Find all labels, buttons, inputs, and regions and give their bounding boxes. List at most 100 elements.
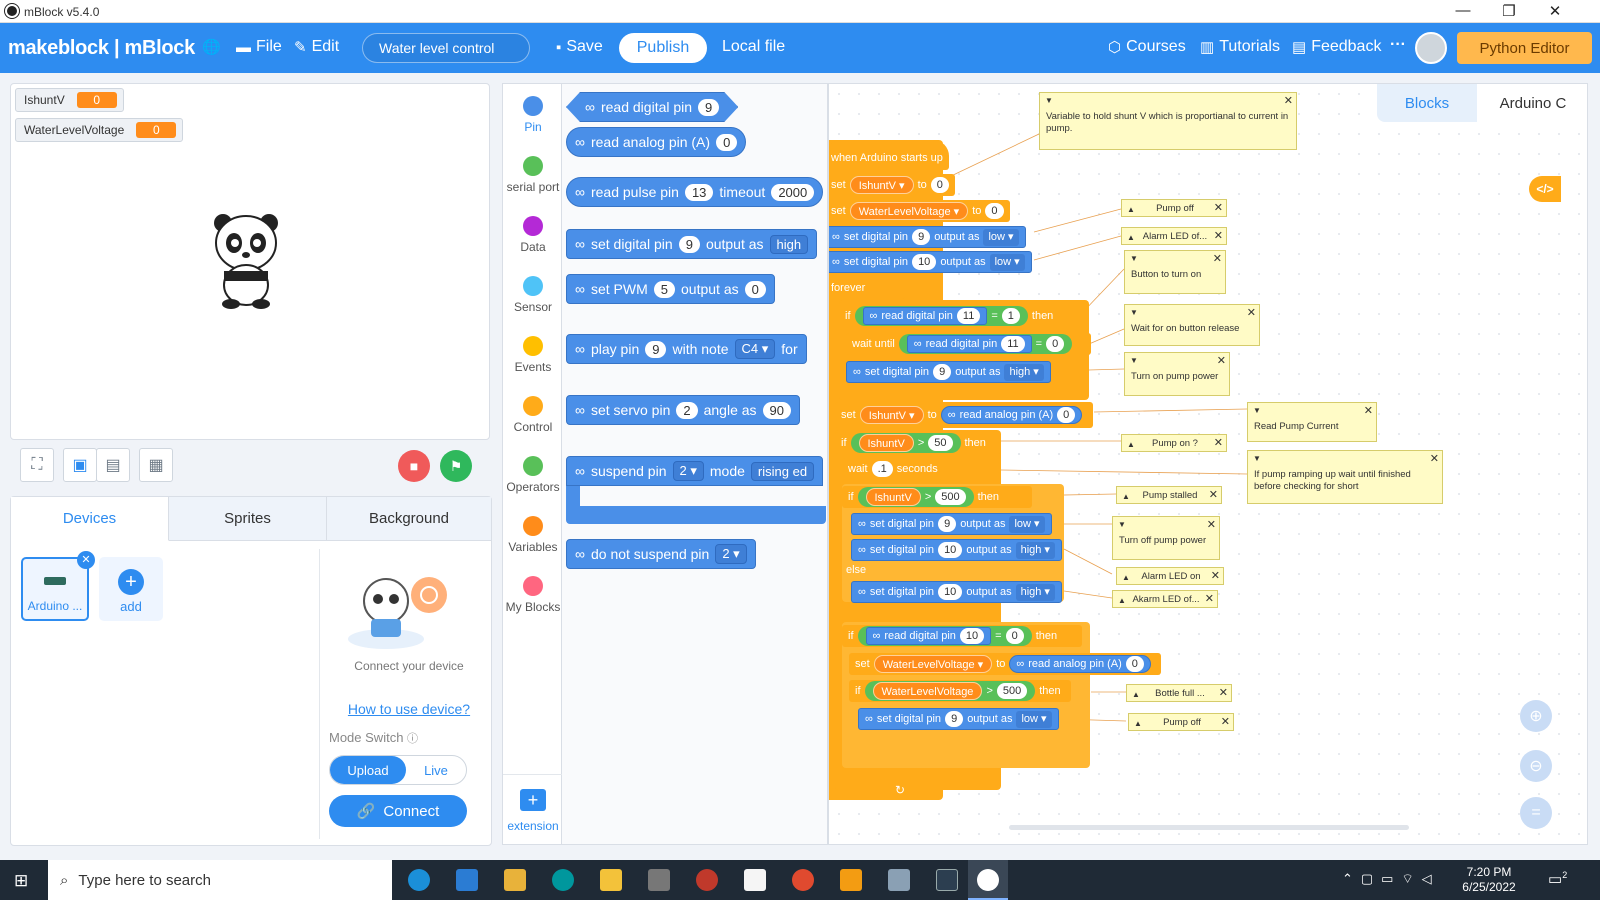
project-name-input[interactable]: Water level control	[362, 33, 530, 63]
python-editor-button[interactable]: Python Editor	[1457, 32, 1592, 64]
zoom-out-icon[interactable]: ⊖	[1520, 750, 1552, 782]
comment-ramping[interactable]: ▼✕If pump ramping up wait until finished…	[1247, 450, 1443, 504]
user-avatar[interactable]	[1415, 32, 1447, 64]
edit-menu[interactable]: ✎Edit	[294, 38, 340, 56]
comment-button[interactable]: ▼✕Button to turn on	[1124, 250, 1226, 294]
small-stage-icon[interactable]: ▤	[96, 448, 130, 482]
comment-pump-power[interactable]: ▼✕Turn on pump power	[1124, 352, 1230, 396]
globe-icon[interactable]: 🌐	[202, 39, 221, 56]
comment-shunt[interactable]: ▼✕Variable to hold shunt V which is prop…	[1039, 92, 1297, 150]
category-operators[interactable]: Operators	[503, 456, 563, 494]
minimize-button[interactable]: —	[1455, 2, 1471, 19]
clock[interactable]: 7:20 PM 6/25/2022	[1462, 865, 1516, 894]
publish-button[interactable]: Publish	[619, 33, 707, 63]
tab-devices[interactable]: Devices	[11, 497, 169, 541]
category-control[interactable]: Control	[503, 396, 563, 434]
grid-icon[interactable]: ▦	[139, 448, 173, 482]
zoom-reset-icon[interactable]: =	[1520, 797, 1552, 829]
tab-blocks[interactable]: Blocks	[1377, 84, 1477, 122]
windows-start-icon[interactable]: ⊞	[14, 871, 29, 890]
category-events[interactable]: Events	[503, 336, 563, 374]
folder-icon[interactable]	[600, 869, 622, 891]
forever-loop-label[interactable]: forever	[829, 277, 905, 299]
connect-button[interactable]: 🔗Connect	[329, 795, 467, 827]
tutorials-button[interactable]: ▥Tutorials	[1200, 38, 1280, 56]
category-sensor[interactable]: Sensor	[503, 276, 563, 314]
add-device-button[interactable]: + add	[99, 557, 163, 621]
mblock-taskbar-button[interactable]	[968, 860, 1008, 900]
comment-alarm-off[interactable]: ▲✕Alarm LED of...	[1121, 227, 1227, 245]
more-menu-button[interactable]: ···	[1390, 36, 1406, 53]
stop-icon[interactable]: ■	[398, 450, 430, 482]
how-to-use-link[interactable]: How to use device?	[347, 701, 471, 717]
stage[interactable]: IshuntV 0 WaterLevelVoltage 0	[10, 83, 490, 440]
hat-block-when-arduino-starts[interactable]: when Arduino starts up	[829, 140, 949, 170]
tab-background[interactable]: Background	[327, 497, 491, 541]
notepad-icon[interactable]	[744, 869, 766, 891]
panda-sprite[interactable]	[211, 209, 281, 309]
comment-pump-power-off[interactable]: ▼✕Turn off pump power	[1112, 516, 1220, 560]
device-card-arduino[interactable]: Arduino ... ✕	[21, 551, 95, 621]
courses-button[interactable]: ⬡Courses	[1108, 38, 1186, 56]
arduino-ide-icon[interactable]	[552, 869, 574, 891]
large-stage-icon[interactable]: ▣	[63, 448, 97, 482]
app-icon-paint[interactable]	[696, 869, 718, 891]
live-mode-button[interactable]: Live	[424, 762, 448, 778]
feedback-button[interactable]: ▤Feedback	[1292, 38, 1382, 56]
horizontal-scrollbar[interactable]	[1009, 825, 1409, 830]
comment-read-current[interactable]: ▼✕Read Pump Current	[1247, 402, 1377, 442]
file-explorer-icon[interactable]	[504, 869, 526, 891]
calculator-icon[interactable]	[648, 869, 670, 891]
comment-pump-on[interactable]: ▲✕Pump on ?	[1121, 434, 1227, 452]
remove-device-icon[interactable]: ✕	[77, 551, 95, 569]
comment-akarm-off[interactable]: ▲✕Akarm LED of...	[1112, 590, 1218, 608]
green-flag-icon[interactable]: ⚑	[440, 450, 472, 482]
comment-pump-off-2[interactable]: ▲✕Pump off	[1128, 713, 1234, 731]
category-data[interactable]: Data	[503, 216, 563, 254]
extension-button[interactable]: + extension	[503, 774, 563, 835]
tab-arduino-c[interactable]: Arduino C	[1477, 84, 1587, 122]
notification-icon[interactable]: ▭2	[1548, 870, 1568, 888]
app-icon-tools[interactable]	[888, 869, 910, 891]
tab-sprites[interactable]: Sprites	[169, 497, 327, 541]
comment-pump-off[interactable]: ▲✕Pump off	[1121, 199, 1227, 217]
category-variables[interactable]: Variables	[503, 516, 563, 554]
local-file-button[interactable]: Local file	[722, 38, 786, 55]
maximize-button[interactable]: ❐	[1502, 3, 1516, 20]
app-icon-nox[interactable]	[936, 869, 958, 891]
upload-mode-button[interactable]: Upload	[330, 756, 406, 784]
file-menu[interactable]: ▬File	[236, 38, 282, 56]
block-read-analog-pin[interactable]: ∞read analog pin (A)0	[566, 127, 747, 157]
taskbar-search[interactable]: ⌕Type here to search	[48, 860, 392, 900]
edge-icon[interactable]	[408, 869, 430, 891]
code-toggle-icon[interactable]: </>	[1529, 176, 1561, 202]
category-my-blocks[interactable]: My Blocks	[503, 576, 563, 614]
comment-alarm-on[interactable]: ▲✕Alarm LED on	[1116, 567, 1224, 585]
comment-bottle[interactable]: ▲✕Bottle full ...	[1126, 684, 1232, 702]
script-workspace[interactable]: Blocks Arduino C </> when Arduino starts…	[828, 83, 1588, 845]
category-pin[interactable]: Pin	[503, 96, 563, 134]
